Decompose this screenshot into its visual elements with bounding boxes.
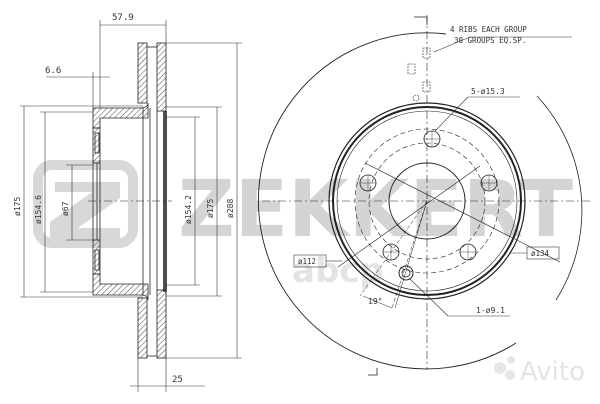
note-ribs-line2: 30 GROUPS EQ.SP. — [454, 36, 526, 45]
note-locator: 1-ø9.1 — [476, 306, 505, 315]
dim-57-9: 57.9 — [112, 13, 134, 23]
dim-d175-left: ø175 — [13, 197, 22, 216]
front-view — [258, 15, 592, 376]
note-bolt-holes: 5-ø15.3 — [471, 87, 505, 96]
dim-d175-right: ø175 — [206, 199, 215, 218]
side-view-dimensions — [20, 20, 242, 392]
dim-d288: ø288 — [226, 199, 235, 218]
dim-d154-6: ø154.6 — [34, 195, 43, 224]
zekkert-watermark: ZEKKERT — [33, 160, 573, 255]
avito-text: Avito — [520, 357, 585, 387]
abcp-watermark: abcp — [292, 251, 384, 291]
side-section-view — [88, 42, 172, 359]
note-ribs-line1: 4 RIBS EACH GROUP — [450, 25, 527, 34]
dim-d67: ø67 — [61, 201, 70, 216]
front-view-callouts — [293, 36, 572, 317]
dim-6-6: 6.6 — [45, 66, 61, 76]
note-angle: 19° — [368, 297, 382, 306]
note-pcd: ø112 — [298, 257, 316, 266]
note-ring-dia: ø134 — [531, 249, 550, 258]
dim-25: 25 — [172, 375, 183, 385]
avito-logo: Avito — [494, 356, 585, 387]
dim-d154-2: ø154.2 — [184, 195, 193, 224]
